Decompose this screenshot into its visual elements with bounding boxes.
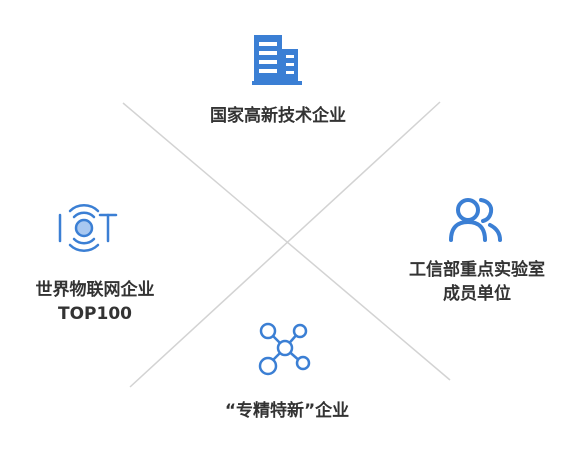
label-line: TOP100 [58,304,132,324]
label-line: 工信部重点实验室 [409,260,545,280]
building-icon [252,35,302,85]
divider-line-b [129,101,441,388]
users-icon [449,198,502,242]
label-line: 国家高新技术企业 [210,106,346,126]
label-world-iot-top100: 世界物联网企业 TOP100 [10,278,180,326]
label-specialized-enterprise: “专精特新”企业 [192,399,382,423]
label-line: 世界物联网企业 [35,280,155,300]
label-line: 成员单位 [443,284,511,304]
iot-icon [58,204,118,252]
label-high-tech-enterprise: 国家高新技术企业 [188,104,368,128]
divider-line-a [122,102,451,381]
label-miit-lab-member: 工信部重点实验室 成员单位 [384,258,570,306]
label-line: “专精特新”企业 [224,401,350,421]
network-nodes-icon [258,322,311,376]
